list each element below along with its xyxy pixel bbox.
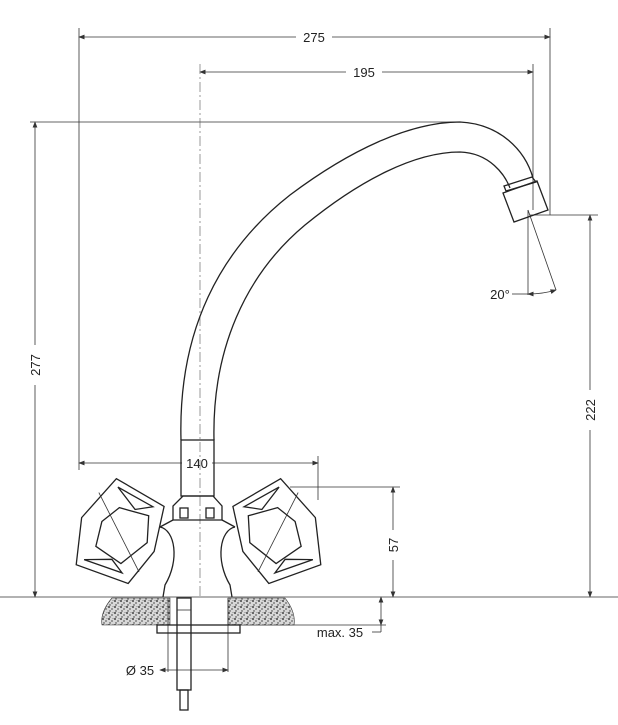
dim-label-spout-angle: 20° bbox=[490, 287, 510, 302]
dim-label-handle-span: 140 bbox=[186, 456, 208, 471]
faucet-body bbox=[159, 439, 236, 598]
dim-label-overall-height: 277 bbox=[28, 354, 43, 376]
dim-label-overall-reach: 275 bbox=[303, 30, 325, 45]
left-handle[interactable] bbox=[63, 472, 176, 592]
dim-label-outlet-height: 222 bbox=[583, 399, 598, 421]
spout bbox=[180, 121, 549, 441]
dim-label-spout-reach: 195 bbox=[353, 65, 375, 80]
extension-lines bbox=[30, 28, 598, 626]
dimension-lines bbox=[32, 34, 593, 673]
dim-label-body-height: 57 bbox=[386, 538, 401, 552]
aerator-nozzle-icon bbox=[502, 176, 549, 223]
mounting-hardware bbox=[156, 597, 241, 711]
dim-label-hole-diameter: Ø 35 bbox=[126, 663, 154, 678]
dim-label-counter-thickness: max. 35 bbox=[317, 625, 363, 640]
countertop-granite bbox=[101, 597, 295, 626]
right-handle[interactable] bbox=[222, 472, 335, 592]
